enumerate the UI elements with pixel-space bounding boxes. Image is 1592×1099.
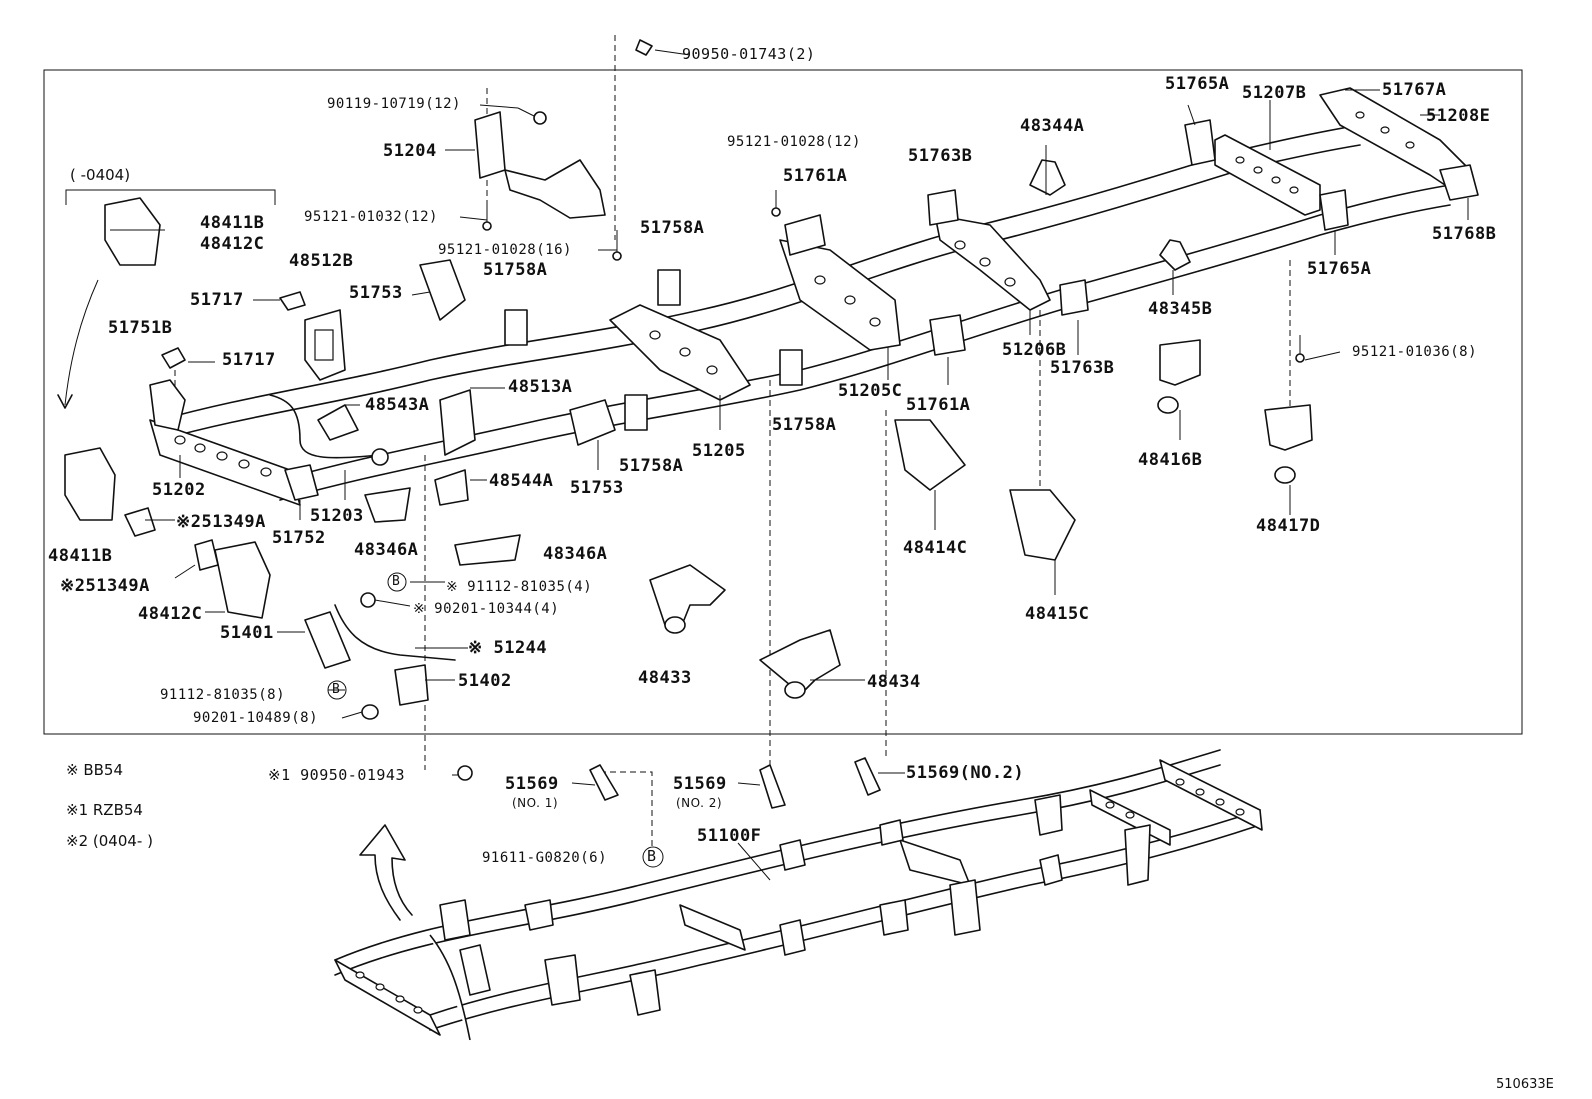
part-label-51569-no2a: 51569 — [673, 774, 727, 794]
part-label-51569-no1-sub: (NO. 1) — [512, 796, 559, 810]
detail-frame — [43, 69, 1523, 735]
part-label-90119-10719: 90119-10719(12) — [327, 96, 461, 112]
part-label-48346A-a: 48346A — [354, 540, 419, 560]
part-label-51569-no1: 51569 — [505, 774, 559, 794]
part-label-91112-81035-4: ※ 91112-81035(4) — [446, 579, 593, 595]
marker-b-1: B — [392, 574, 401, 589]
part-label-48412C-bot: 48412C — [138, 604, 203, 624]
part-label-95121-01028-12: 95121-01028(12) — [727, 134, 861, 150]
part-label-48417D: 48417D — [1256, 516, 1321, 536]
part-label-51206B: 51206B — [1002, 340, 1067, 360]
part-label-51763B-b: 51763B — [1050, 358, 1115, 378]
part-label-48433: 48433 — [638, 668, 692, 688]
part-label-48512B: 48512B — [289, 251, 354, 271]
part-label-48543A: 48543A — [365, 395, 430, 415]
part-label-51752: 51752 — [272, 528, 326, 548]
part-label-48346A-b: 48346A — [543, 544, 608, 564]
part-label-91611-G0820: 91611-G0820(6) — [482, 850, 608, 866]
note-rzb54: ※1 RZB54 — [66, 801, 143, 819]
part-label-51205C: 51205C — [838, 381, 903, 401]
part-label-51717-b: 51717 — [222, 350, 276, 370]
overview-frame — [334, 749, 1263, 1041]
part-label-90201-10489: 90201-10489(8) — [193, 710, 319, 726]
part-label-51401: 51401 — [220, 623, 274, 643]
part-label-51717-a: 51717 — [190, 290, 244, 310]
part-label-95121-01036: 95121-01036(8) — [1352, 344, 1478, 360]
part-label-48544A: 48544A — [489, 471, 554, 491]
part-label-51767A: 51767A — [1382, 80, 1447, 100]
part-label-51753-b: 51753 — [570, 478, 624, 498]
part-label-51205: 51205 — [692, 441, 746, 461]
part-label-91112-81035-8: 91112-81035(8) — [160, 687, 286, 703]
part-label-51765A-b: 51765A — [1307, 259, 1372, 279]
part-label-51569-no2a-sub: (NO. 2) — [676, 796, 723, 810]
part-label-51765A-a: 51765A — [1165, 74, 1230, 94]
note-0404: ※2 (0404- ) — [66, 832, 153, 850]
part-label-51758A-d: 51758A — [619, 456, 684, 476]
part-label-51758A-a: 51758A — [640, 218, 705, 238]
part-label-90950-01943: ※1 90950-01943 — [268, 766, 405, 784]
marker-b-2: B — [332, 682, 341, 697]
part-label-51763B-a: 51763B — [908, 146, 973, 166]
part-label-48513A: 48513A — [508, 377, 573, 397]
part-label-51758A-c: 51758A — [772, 415, 837, 435]
part-label-51751B: 51751B — [108, 318, 173, 338]
part-label-95121-01028-16: 95121-01028(16) — [438, 242, 572, 258]
part-label-48411B-bot: 48411B — [48, 546, 113, 566]
part-label-48412C-top: 48412C — [200, 234, 265, 254]
part-label-51100F: 51100F — [697, 826, 762, 846]
part-label-48345B: 48345B — [1148, 299, 1213, 319]
figure-id: 510633E — [1496, 1077, 1554, 1092]
note-bb54: ※ BB54 — [66, 761, 124, 779]
part-label-48415C: 48415C — [1025, 604, 1090, 624]
part-label-48411B-top: 48411B — [200, 213, 265, 233]
part-label-48416B: 48416B — [1138, 450, 1203, 470]
part-label-48414C: 48414C — [903, 538, 968, 558]
part-label-51402: 51402 — [458, 671, 512, 691]
part-label-51202: 51202 — [152, 480, 206, 500]
part-label-48434: 48434 — [867, 672, 921, 692]
part-label-48344A: 48344A — [1020, 116, 1085, 136]
part-label-90950-01743: 90950-01743(2) — [682, 45, 816, 63]
part-label-51758A-b: 51758A — [483, 260, 548, 280]
part-label-51349A-a: ※251349A — [176, 512, 266, 532]
part-label-51204: 51204 — [383, 141, 437, 161]
part-label-51569-no2b: 51569(NO.2) — [906, 763, 1025, 783]
part-label-51768B: 51768B — [1432, 224, 1497, 244]
part-label-51208E: 51208E — [1426, 106, 1491, 126]
marker-b-3: B — [647, 847, 657, 865]
part-label-51349A-b: ※251349A — [60, 576, 150, 596]
applicability-range-0404: ( -0404) — [70, 166, 131, 184]
part-label-51753-a: 51753 — [349, 283, 403, 303]
part-label-51207B: 51207B — [1242, 83, 1307, 103]
part-label-95121-01032: 95121-01032(12) — [304, 209, 438, 225]
part-label-90201-10344: ※ 90201-10344(4) — [413, 601, 560, 617]
part-label-51203: 51203 — [310, 506, 364, 526]
part-label-51761A-a: 51761A — [783, 166, 848, 186]
part-label-51761A-b: 51761A — [906, 395, 971, 415]
part-label-51244: ※ 51244 — [468, 638, 548, 658]
